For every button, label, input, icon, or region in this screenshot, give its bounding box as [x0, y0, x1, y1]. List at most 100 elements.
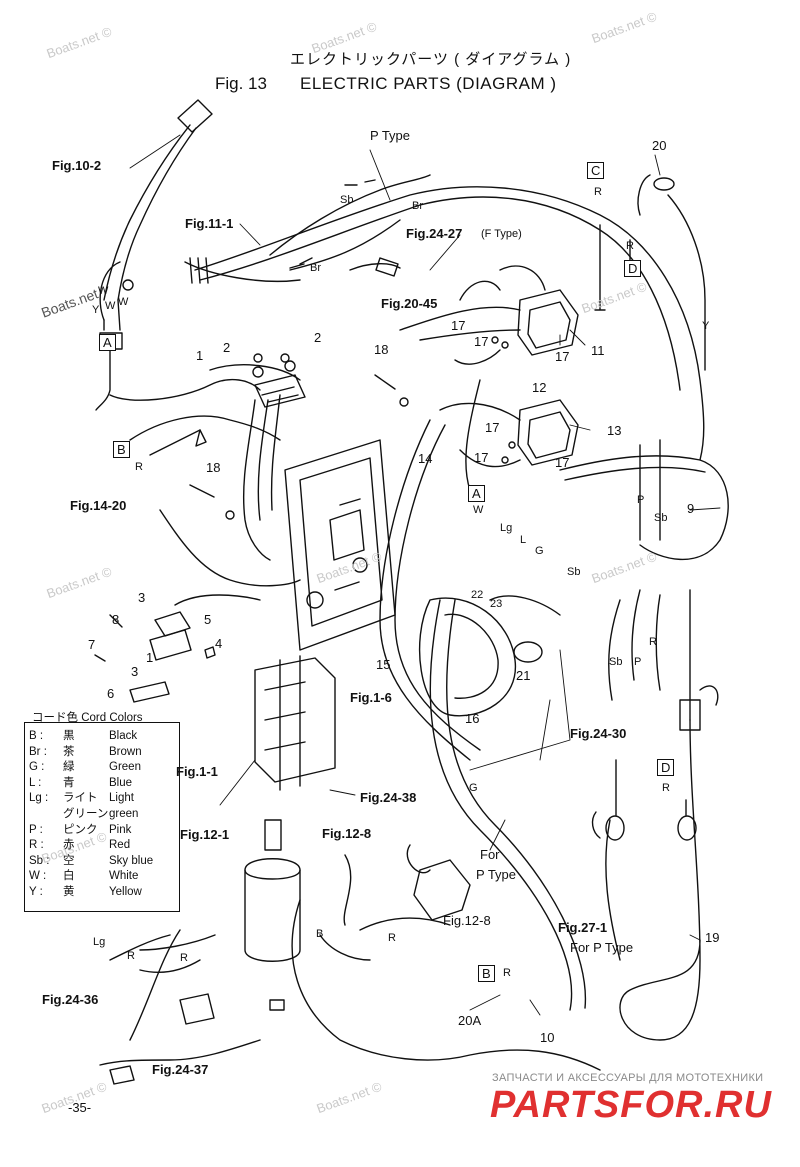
wire-label: W: [118, 296, 129, 308]
legend-code: B :: [29, 730, 44, 742]
legend-code: Y :: [29, 885, 43, 898]
legend-jp: ピンク: [63, 823, 98, 836]
legend-jp: 白: [63, 870, 75, 883]
part-number: 18: [206, 460, 221, 475]
legend-code: Br :: [29, 745, 47, 758]
legend-en: Sky blue: [109, 854, 154, 867]
footer-tagline: ЗАПЧАСТИ И АКСЕССУАРЫ ДЛЯ МОТОТЕХНИКИ: [492, 1072, 764, 1084]
legend-jp: 空: [63, 854, 75, 867]
wire-label: Lg: [500, 522, 513, 534]
legend-row: W : 白 White: [25, 869, 179, 885]
legend-row: Sb : 空 Sky blue: [25, 854, 179, 870]
part-number: 17: [555, 349, 570, 364]
ref-fig-11-1: Fig.11-1: [185, 216, 234, 231]
legend-code: W :: [29, 870, 47, 883]
ref-fig-12-8-top: Fig.12-8: [322, 826, 372, 841]
ref-fig-24-36: Fig.24-36: [42, 992, 99, 1007]
ref-fig-12-8-bottom: Fig.12-8: [443, 913, 491, 928]
wire-label: W: [473, 504, 484, 516]
part-number: 19: [705, 930, 720, 945]
wire-label: B: [316, 928, 324, 940]
connector-label-a: A: [99, 334, 116, 351]
ref-fig-24-37: Fig.24-37: [152, 1062, 209, 1077]
part-number: 1: [146, 650, 154, 665]
legend-jp: ライト: [63, 792, 98, 805]
part-number: 2: [314, 330, 322, 345]
legend-code: Sb :: [29, 854, 50, 867]
wire-label: R: [180, 952, 188, 964]
wire-label: Sb: [567, 566, 581, 578]
harness-10-2: [103, 124, 191, 301]
wire-label: Y: [702, 320, 710, 332]
part-number: 17: [555, 455, 570, 470]
wire-label: G: [469, 782, 478, 794]
ref-fig-24-30: Fig.24-30: [570, 726, 627, 741]
legend-jp: 黄: [63, 885, 75, 898]
ref-fig-12-1: Fig.12-1: [180, 827, 230, 842]
wire-label: Sb: [340, 194, 354, 206]
wire-label: Sb: [654, 512, 668, 524]
legend-en: green: [109, 807, 139, 820]
part-number: 20: [652, 138, 667, 153]
legend-en: Red: [109, 839, 131, 852]
wire-label: R: [135, 461, 143, 473]
legend-jp: 茶: [63, 745, 75, 758]
legend-code: G :: [29, 761, 45, 774]
ref-for: For: [480, 847, 500, 862]
part-number: 18: [374, 342, 389, 357]
wire-label: P: [637, 494, 645, 506]
part-number: 15: [376, 657, 391, 672]
connector-label-c: C: [587, 162, 605, 179]
wire-label: L: [520, 534, 527, 546]
part-number: 20A: [458, 1013, 482, 1028]
ref-fig-10-2: Fig.10-2: [52, 158, 102, 173]
connector-label-b: B: [478, 965, 495, 982]
wire-label: Y: [92, 304, 100, 316]
legend-jp: 緑: [63, 761, 75, 774]
part-number: 21: [516, 668, 531, 683]
wire-label: W: [98, 285, 109, 297]
part-number: 13: [607, 423, 622, 438]
part-number: 9: [687, 501, 695, 516]
legend-en: Yellow: [109, 885, 142, 898]
connector-label-a: A: [468, 485, 485, 502]
wire-label: R: [626, 240, 634, 252]
part-number: 23: [490, 598, 503, 610]
legend-en: Pink: [109, 823, 132, 836]
part-number: 16: [465, 711, 480, 726]
legend-en: White: [109, 870, 139, 883]
wire-label: R: [662, 782, 670, 794]
cdi-box: [284, 439, 396, 651]
legend-en: Green: [109, 761, 141, 774]
ref-fig-14-20: Fig.14-20: [70, 498, 127, 513]
ref-fig-24-27: Fig.24-27: [406, 226, 463, 241]
wire-label: Sb: [609, 656, 623, 668]
legend-jp: 青: [63, 776, 75, 789]
ref-f-type: (F Type): [481, 228, 522, 240]
page-title: ELECTRIC PARTS (DIAGRAM ): [300, 74, 557, 93]
legend-jp: 赤: [63, 839, 75, 852]
ref-fig-1-6: Fig.1-6: [350, 690, 392, 705]
connector-label-d: D: [624, 260, 642, 277]
figure-number: Fig. 13: [215, 74, 267, 93]
part-number: 17: [474, 334, 489, 349]
stator: [418, 597, 516, 717]
part-number: 12: [532, 380, 547, 395]
legend-row: G : 緑 Green: [25, 760, 179, 776]
part-number: 6: [107, 686, 115, 701]
wire-label: R: [594, 186, 602, 198]
legend-code: R :: [29, 839, 44, 852]
part-number: 11: [591, 343, 605, 358]
part-number: 7: [88, 637, 96, 652]
part-number: 14: [418, 451, 433, 466]
ref-p-type: P Type: [370, 128, 410, 143]
